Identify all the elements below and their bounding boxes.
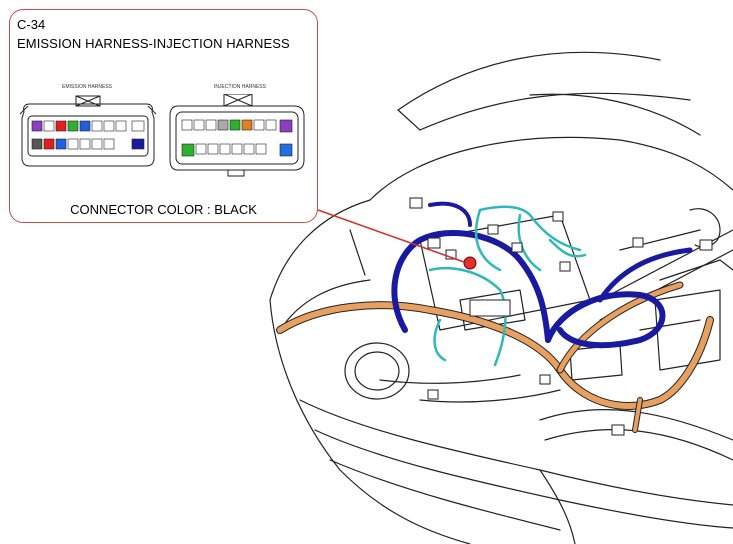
leader-line xyxy=(317,209,465,263)
blue-harness xyxy=(391,201,693,349)
emission-connector xyxy=(19,95,157,167)
connector-id: C-34 xyxy=(17,17,46,32)
engine-connectors xyxy=(409,197,713,436)
orange-harness xyxy=(276,281,714,433)
c34-location-marker xyxy=(463,256,477,270)
connector-color-label: CONNECTOR COLOR : BLACK xyxy=(70,202,257,217)
injection-harness-label: INJECTION HARNESS xyxy=(214,84,266,90)
emission-harness-label: EMISSION HARNESS xyxy=(62,84,113,90)
connector-callout: C-34 EMISSION HARNESS-INJECTION HARNESS … xyxy=(9,9,318,223)
teal-harness xyxy=(428,205,587,367)
injection-connector xyxy=(169,94,305,177)
car-body-outline xyxy=(269,51,733,544)
connector-title: EMISSION HARNESS-INJECTION HARNESS xyxy=(17,36,290,51)
